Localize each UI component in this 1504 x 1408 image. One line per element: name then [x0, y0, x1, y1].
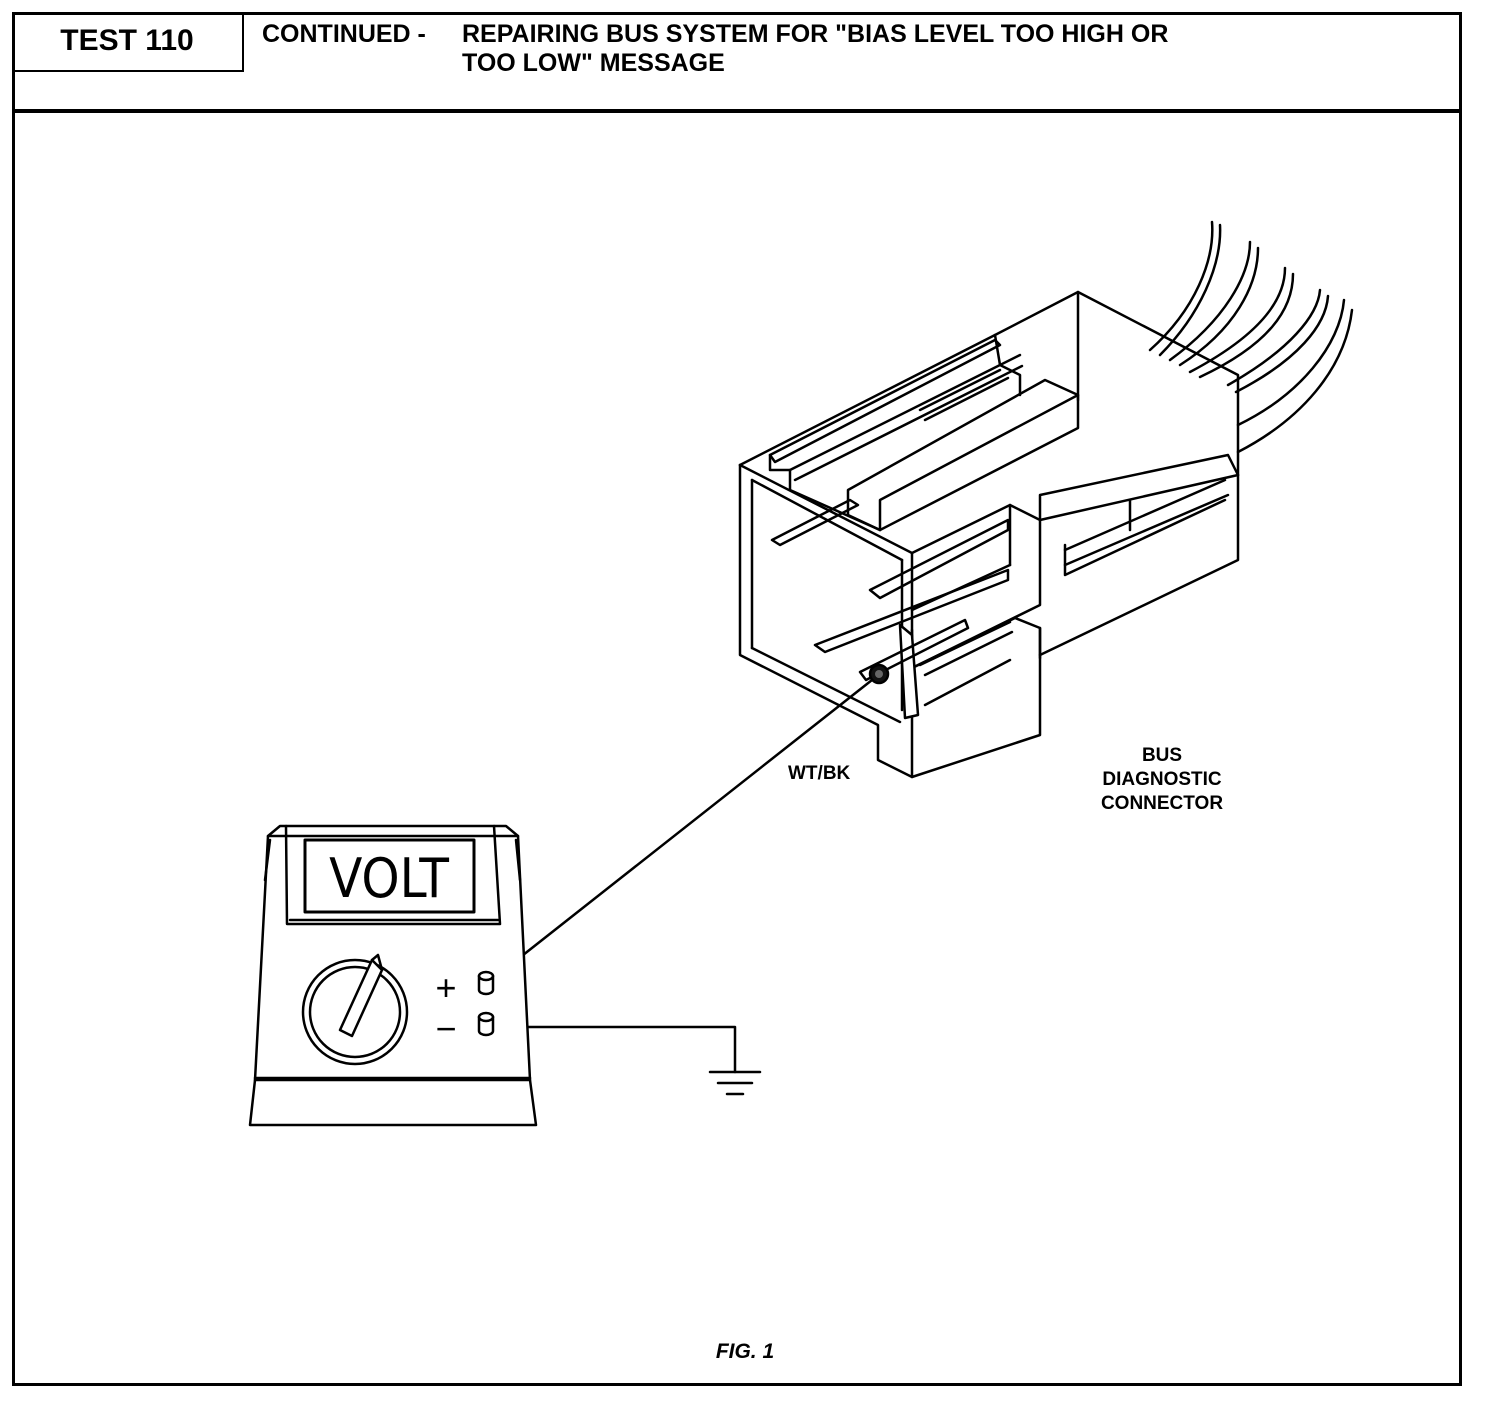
positive-test-lead: [483, 678, 874, 987]
probed-terminal-wt-bk: [868, 663, 890, 685]
header-title: REPAIRING BUS SYSTEM FOR "BIAS LEVEL TOO…: [462, 20, 1168, 78]
page-frame: [12, 12, 1462, 1386]
connector-label: BUS DIAGNOSTIC CONNECTOR: [1072, 744, 1252, 816]
connector-label-line-1: BUS: [1141, 745, 1183, 766]
harness-wires: [1148, 220, 1354, 454]
header-title-line-2: TOO LOW" MESSAGE: [462, 49, 725, 77]
plus-terminal-label: +: [435, 967, 456, 1008]
header-title-line-1: REPAIRING BUS SYSTEM FOR "BIAS LEVEL TOO…: [462, 20, 1169, 48]
meter-display-text: VOLT: [329, 847, 449, 910]
ground-lead: [490, 1025, 762, 1096]
connector-label-line-3: CONNECTOR: [1100, 793, 1224, 814]
minus-terminal-label: −: [435, 1008, 456, 1049]
header-prefix: CONTINUED -: [262, 20, 426, 48]
header-bar: [12, 12, 1462, 113]
connector-label-line-2: DIAGNOSTIC: [1102, 769, 1222, 790]
figure-caption: FIG. 1: [715, 1340, 775, 1363]
multimeter: [248, 824, 538, 1127]
bus-diagnostic-connector: [738, 290, 1240, 779]
wire-color-label: WT/BK: [788, 763, 851, 784]
test-number-label: TEST 110: [12, 12, 244, 72]
